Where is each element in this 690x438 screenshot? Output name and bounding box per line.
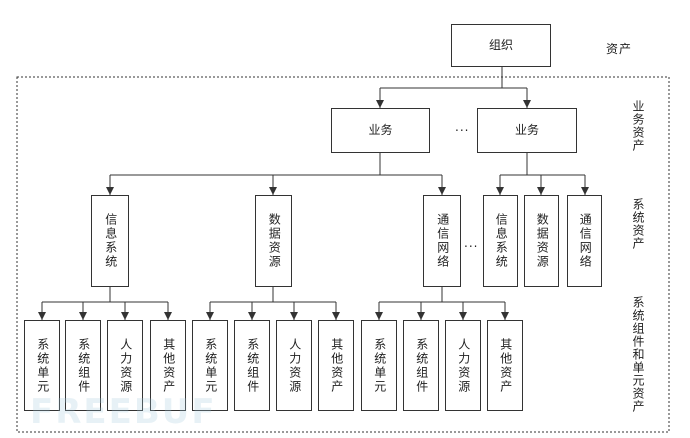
component-label: 其他资产 bbox=[161, 337, 176, 394]
small-system-label-info: 信息系统 bbox=[494, 213, 509, 269]
component-box: 系统组件 bbox=[65, 320, 101, 411]
business-label-1: 业务 bbox=[368, 122, 393, 137]
component-label: 人力资源 bbox=[118, 337, 133, 394]
business-box-1: 业务 bbox=[331, 108, 430, 153]
business-label-2: 业务 bbox=[514, 122, 539, 137]
component-label: 人力资源 bbox=[456, 337, 471, 394]
arrowheads bbox=[38, 100, 589, 320]
component-box: 系统组件 bbox=[234, 320, 270, 411]
org-label: 组织 bbox=[488, 37, 513, 52]
component-box: 其他资产 bbox=[318, 320, 354, 411]
component-box: 其他资产 bbox=[150, 320, 186, 411]
system-box-data: 数据资源 bbox=[255, 195, 292, 287]
small-system-box-data: 数据资源 bbox=[524, 195, 559, 287]
system-label-data: 数据资源 bbox=[267, 213, 282, 269]
business-box-2: 业务 bbox=[477, 108, 577, 153]
side-label-business-asset: 业务资产 bbox=[631, 100, 645, 152]
component-label: 系统单元 bbox=[35, 337, 50, 394]
system-box-info: 信息系统 bbox=[91, 195, 129, 287]
component-box: 人力资源 bbox=[445, 320, 481, 411]
system-label-network: 通信网络 bbox=[435, 213, 450, 269]
component-box: 系统单元 bbox=[24, 320, 60, 411]
component-label: 系统组件 bbox=[414, 337, 429, 394]
component-box: 系统组件 bbox=[403, 320, 439, 411]
component-label: 人力资源 bbox=[287, 337, 302, 394]
component-label: 系统组件 bbox=[76, 337, 91, 394]
system-box-network: 通信网络 bbox=[423, 195, 461, 287]
component-label: 其他资产 bbox=[498, 337, 513, 394]
component-box: 其他资产 bbox=[487, 320, 523, 411]
small-system-label-network: 通信网络 bbox=[578, 213, 593, 269]
dotted-group-border bbox=[16, 76, 670, 433]
component-label: 系统组件 bbox=[245, 337, 260, 394]
side-label-system-asset: 系统资产 bbox=[631, 198, 645, 250]
small-system-box-network: 通信网络 bbox=[567, 195, 602, 287]
small-system-box-info: 信息系统 bbox=[483, 195, 518, 287]
component-label: 其他资产 bbox=[329, 337, 344, 394]
component-box: 人力资源 bbox=[107, 320, 143, 411]
side-label-asset: 资产 bbox=[606, 42, 633, 56]
component-box: 系统单元 bbox=[192, 320, 228, 411]
component-box: 系统单元 bbox=[361, 320, 397, 411]
org-box: 组织 bbox=[451, 24, 551, 67]
side-label-component-asset: 系统组件和单元资产 bbox=[631, 296, 645, 413]
component-label: 系统单元 bbox=[203, 337, 218, 394]
system-label-info: 信息系统 bbox=[103, 213, 118, 269]
component-box: 人力资源 bbox=[276, 320, 312, 411]
ellipsis-business: ... bbox=[455, 120, 470, 134]
ellipsis-systems: ... bbox=[464, 236, 479, 250]
component-label: 系统单元 bbox=[372, 337, 387, 394]
small-system-label-data: 数据资源 bbox=[535, 213, 550, 269]
